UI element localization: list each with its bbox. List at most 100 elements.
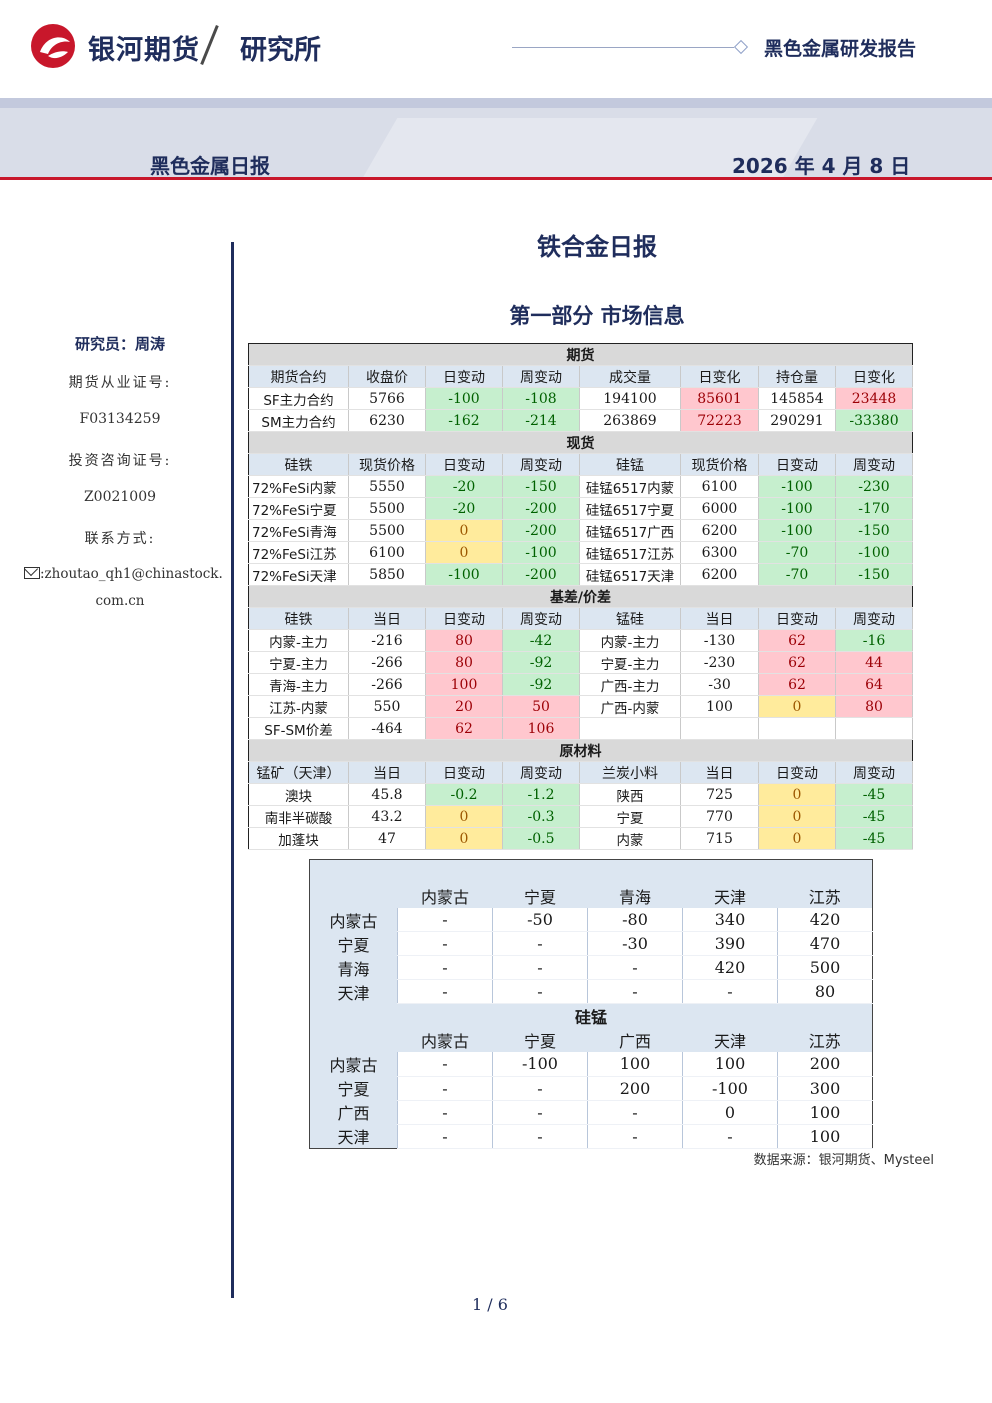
table-cell: -50 (492, 907, 588, 932)
table-cell: 80 (425, 651, 503, 674)
table-cell: -162 (425, 409, 503, 432)
table-cell: 0 (758, 805, 836, 828)
table-cell: - (492, 931, 588, 956)
table-cell: -16 (835, 629, 913, 652)
email-domain[interactable]: com.cn (95, 593, 145, 609)
table-cell: 宁夏 (579, 805, 681, 828)
table-cell: 6000 (680, 497, 759, 520)
table-cell: 420 (776, 907, 873, 932)
col-header: 日变动 (425, 607, 503, 630)
table-cell: - (397, 1124, 493, 1149)
email-text[interactable]: :zhoutao_qh1@chinastock. (40, 566, 223, 582)
table-cell: - (682, 1124, 778, 1149)
row-label: 内蒙古 (309, 907, 398, 932)
spot-section-title: 现货 (248, 431, 913, 454)
table-cell: -100 (758, 519, 836, 542)
raw-section-row: 原材料 (248, 739, 913, 762)
table-cell: 725 (680, 783, 759, 806)
col-header: 日变化 (835, 365, 913, 388)
email-line[interactable]: :zhoutao_qh1@chinastock. (24, 566, 234, 582)
table-cell: 715 (680, 827, 759, 850)
row-label: 广西 (309, 1100, 398, 1124)
table-cell: -0.3 (502, 805, 580, 828)
table-cell: -33380 (835, 409, 913, 432)
section-title: 第一部分 市场信息 (509, 304, 685, 328)
table-row: SM主力合约 6230 -162 -214 263869 72223 29029… (248, 409, 913, 432)
table-cell: 72%FeSi天津 (248, 563, 349, 586)
table-cell: 5850 (348, 563, 426, 586)
table-cell: 5500 (348, 497, 426, 520)
table-row: 内蒙古 - -100 100 100 200 (309, 1052, 873, 1077)
table-cell: 0 (425, 805, 503, 828)
table-cell: 6230 (348, 409, 426, 432)
row-label: 内蒙古 (309, 1052, 398, 1076)
table-cell: 80 (776, 979, 873, 1004)
table-cell: -100 (425, 387, 503, 410)
table-cell: 6200 (680, 563, 759, 586)
header-red-rule (0, 177, 992, 180)
table-cell: 200 (776, 1052, 873, 1077)
col-header: 江苏 (777, 883, 873, 908)
report-date: 2026 年 4 月 8 日 (732, 154, 911, 178)
basis-section-row: 基差/价差 (248, 585, 913, 608)
col-header (309, 883, 398, 908)
futures-cert-number: F03134259 (79, 411, 161, 427)
table-cell: 6300 (680, 541, 759, 564)
table-cell: - (587, 955, 683, 980)
table-cell: -20 (425, 475, 503, 498)
institute-name: 研究所 (240, 35, 321, 66)
regional-spread-table: 内蒙古 宁夏 青海 天津 江苏 内蒙古 - -50 -80 340 420 宁夏… (309, 859, 874, 1149)
table-cell: 200 (587, 1076, 683, 1101)
col-header: 周变动 (835, 453, 913, 476)
table-cell: 20 (425, 695, 503, 718)
table-cell: 290291 (758, 409, 836, 432)
mail-icon (24, 567, 40, 579)
table-cell: 500 (776, 955, 873, 980)
table-row: 宁夏 - - 200 -100 300 (309, 1076, 873, 1101)
table-cell: -80 (587, 907, 683, 932)
col-header: 硅铁 (248, 607, 349, 630)
col-header: 江苏 (777, 1028, 873, 1052)
table-cell: -92 (502, 651, 580, 674)
col-header: 日变动 (758, 761, 836, 784)
table-cell: 263869 (579, 409, 681, 432)
galaxy-logo-icon (31, 24, 75, 68)
table-cell: - (682, 979, 778, 1004)
table-row: 72%FeSi宁夏 5500 -20 -200 硅锰6517宁夏 6000 -1… (248, 497, 913, 520)
table-cell: 390 (682, 931, 778, 956)
table-cell: 内蒙 (579, 827, 681, 850)
col-header: 当日 (348, 607, 426, 630)
col-header: 期货合约 (248, 365, 349, 388)
data-source-note: 数据来源：银河期货、Mysteel (753, 1153, 934, 1168)
table-cell: -45 (835, 805, 913, 828)
table-cell: -108 (502, 387, 580, 410)
table-cell: 470 (776, 931, 873, 956)
table-cell: 青海-主力 (248, 673, 349, 696)
col-header: 现货价格 (680, 453, 759, 476)
table-cell: 72%FeSi江苏 (248, 541, 349, 564)
table-cell: 100 (680, 695, 759, 718)
table-cell: 550 (348, 695, 426, 718)
table-cell: -100 (758, 497, 836, 520)
table-cell: -266 (348, 651, 426, 674)
report-title: 铁合金日报 (537, 233, 657, 261)
col-header: 日变动 (758, 453, 836, 476)
table-row: 澳块 45.8 -0.2 -1.2 陕西 725 0 -45 (248, 783, 913, 806)
table-cell: -100 (425, 563, 503, 586)
col-header: 周变动 (502, 453, 580, 476)
table-cell: 5550 (348, 475, 426, 498)
table-cell: -170 (835, 497, 913, 520)
table-cell: -45 (835, 827, 913, 850)
col-header: 现货价格 (348, 453, 426, 476)
table-cell: -45 (835, 783, 913, 806)
col-header: 天津 (682, 883, 778, 908)
col-header: 周变动 (835, 761, 913, 784)
table-cell: - (397, 1076, 493, 1101)
col-header: 内蒙古 (397, 1028, 493, 1052)
table-cell: 陕西 (579, 783, 681, 806)
col-header: 锰硅 (579, 607, 681, 630)
table-cell: 内蒙-主力 (579, 629, 681, 652)
advisory-cert-number: Z0021009 (83, 489, 157, 505)
table-cell: 6100 (348, 541, 426, 564)
table-row: 内蒙-主力 -216 80 -42 内蒙-主力 -130 62 -16 (248, 629, 913, 652)
